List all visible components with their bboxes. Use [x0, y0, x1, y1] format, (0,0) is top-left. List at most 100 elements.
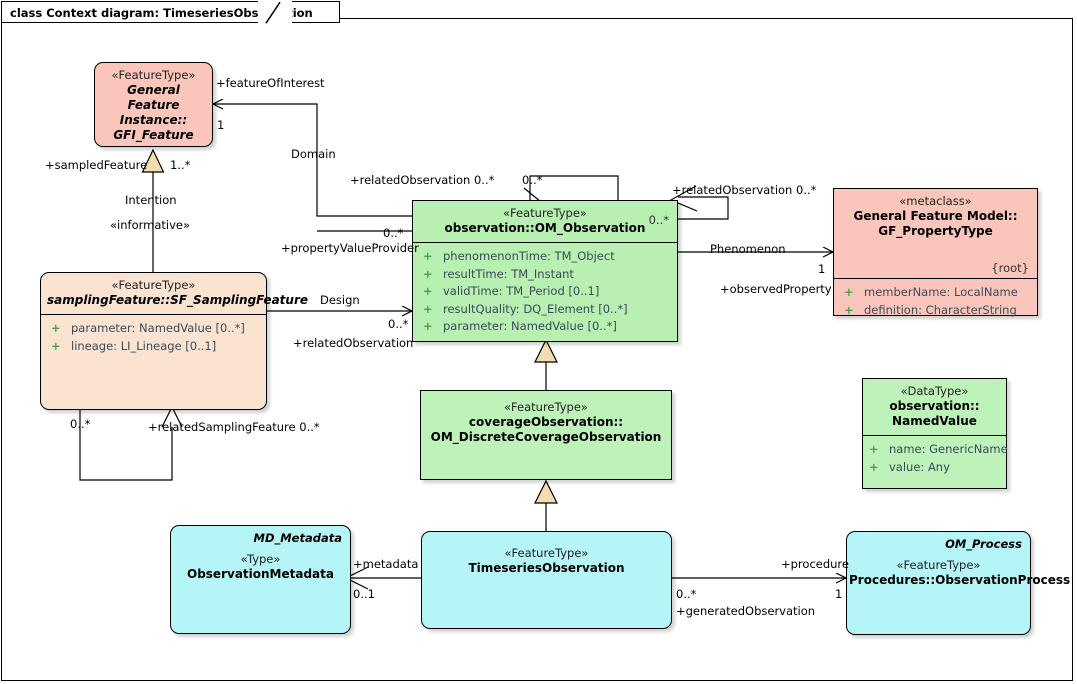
class-name: Procedures::ObservationProcess — [849, 573, 1071, 587]
class-name-line1: General Feature Model:: — [853, 209, 1018, 223]
class-name-line1: General Feature — [127, 83, 180, 112]
label-featureofinterest-multiplicity: 1 — [217, 118, 225, 132]
attribute-row: +parameter: NamedValue [0..*] — [51, 320, 260, 338]
attribute-row: + memberName: LocalName — [844, 284, 1031, 302]
label-procedure-multiplicity: 1 — [835, 587, 843, 601]
class-timeseriesobservation-header: «FeatureType» TimeseriesObservation — [422, 532, 671, 582]
stereotype: «FeatureType» — [896, 558, 981, 572]
label-metadata-role: +metadata — [353, 557, 419, 571]
attribute-text: validTime: TM_Period [0..1] — [443, 284, 600, 298]
stereotype: «DataType» — [900, 384, 969, 398]
attribute-row: +parameter: NamedValue [0..*] — [423, 318, 671, 336]
attribute-text: phenomenonTime: TM_Object — [443, 249, 615, 263]
visibility-marker: + — [51, 338, 61, 353]
class-sf-samplingfeature-attributes: +parameter: NamedValue [0..*] + lineage: … — [41, 314, 266, 361]
attribute-row: + value: Any — [869, 459, 1000, 477]
label-intention-stereotype: «informative» — [110, 218, 191, 232]
class-name-line2: GF_PropertyType — [878, 224, 993, 238]
class-name-line2: NamedValue — [892, 414, 977, 428]
label-relatedsamplingfeature-multiplicity: 0..* — [70, 417, 91, 431]
class-observationprocess-header: OM_Process «FeatureType» Procedures::Obs… — [847, 532, 1071, 594]
visibility-marker: + — [844, 302, 854, 317]
class-name: ObservationMetadata — [187, 567, 334, 581]
label-sampledfeature-role: +sampledFeature — [45, 158, 148, 172]
visibility-marker: + — [423, 319, 433, 333]
class-observationprocess[interactable]: OM_Process «FeatureType» Procedures::Obs… — [846, 531, 1071, 635]
label-intention-name: Intention — [125, 193, 177, 207]
attribute-text: definition: CharacterString — [864, 302, 1017, 317]
class-gfi-feature-header: «FeatureType» General Feature Instance::… — [95, 63, 212, 149]
attribute-row: + definition: CharacterString — [844, 302, 1031, 320]
diagram-frame-title: class Context diagram: TimeseriesObserva… — [1, 1, 340, 23]
class-om-observation[interactable]: «FeatureType» observation::OM_Observatio… — [412, 200, 678, 342]
label-propertyvalueprovider-multiplicity: 0..* — [383, 226, 404, 240]
label-domain-name: Domain — [291, 147, 336, 161]
label-generatedobservation-role: +generatedObservation — [676, 604, 816, 618]
attribute-text: lineage: LI_Lineage [0..1] — [71, 338, 217, 353]
class-name: TimeseriesObservation — [468, 561, 625, 575]
visibility-marker: + — [869, 459, 879, 474]
label-relatedobservation-top-multiplicity: 0..* — [522, 173, 543, 187]
class-observationmetadata[interactable]: MD_Metadata «Type» ObservationMetadata — [170, 525, 351, 634]
label-relatedobservation-top-role: +relatedObservation 0..* — [350, 173, 495, 187]
stereotype: «FeatureType» — [504, 546, 589, 560]
class-observationmetadata-header: MD_Metadata «Type» ObservationMetadata — [171, 526, 350, 588]
visibility-marker: + — [423, 284, 433, 298]
stereotype: «Type» — [240, 552, 281, 566]
attribute-text: resultTime: TM_Instant — [443, 266, 574, 281]
attribute-text: name: GenericName — [889, 442, 1008, 456]
class-name: observation::OM_Observation — [444, 221, 646, 235]
class-gfi-feature[interactable]: «FeatureType» General Feature Instance::… — [94, 62, 213, 147]
stereotype: «FeatureType» — [111, 278, 196, 292]
class-gf-propertytype-attributes: + memberName: LocalName + definition: Char… — [834, 278, 1037, 325]
class-om-observation-attributes: +phenomenonTime: TM_Object +resultTime: … — [413, 242, 677, 342]
label-generatedobservation-multiplicity: 0..* — [676, 587, 697, 601]
corner-type-label: OM_Process — [945, 537, 1022, 551]
label-procedure-role: +procedure — [781, 557, 849, 571]
attribute-row: + lineage: LI_Lineage [0..1] — [51, 338, 260, 356]
diagram-frame — [1, 18, 1073, 681]
class-om-observation-header: «FeatureType» observation::OM_Observatio… — [413, 201, 677, 242]
attribute-row: +resultQuality: DQ_Element [0..*] — [423, 301, 671, 319]
class-gf-propertytype[interactable]: «metaclass» General Feature Model:: GF_P… — [833, 188, 1038, 317]
label-design-role: +relatedObservation — [293, 336, 414, 350]
class-name-line2: Instance:: — [119, 113, 188, 127]
stereotype: «FeatureType» — [504, 400, 588, 414]
attribute-text: value: Any — [889, 459, 950, 474]
class-name-line2: OM_DiscreteCoverageObservation — [430, 430, 662, 444]
corner-type-label: MD_Metadata — [253, 531, 343, 545]
root-tag: {root} — [991, 261, 1029, 275]
label-metadata-multiplicity: 0..1 — [353, 587, 375, 601]
attribute-row: +resultTime: TM_Instant — [423, 266, 671, 284]
visibility-marker: + — [869, 442, 879, 456]
class-namedvalue[interactable]: «DataType» observation:: NamedValue + nam… — [862, 378, 1008, 489]
class-sf-samplingfeature-header: «FeatureType» samplingFeature::SF_Sampli… — [41, 273, 308, 314]
label-featureofinterest-role: +featureOfInterest — [216, 76, 325, 90]
class-sf-samplingfeature[interactable]: «FeatureType» samplingFeature::SF_Sampli… — [40, 272, 308, 410]
attribute-text: parameter: NamedValue [0..*] — [71, 321, 245, 335]
corner-multiplicity: 0..* — [648, 213, 669, 227]
class-namedvalue-attributes: + name: GenericName + value: Any — [863, 435, 1008, 482]
label-observedproperty-multiplicity: 1 — [818, 262, 826, 276]
attribute-row: +phenomenonTime: TM_Object — [423, 248, 671, 266]
class-timeseriesobservation[interactable]: «FeatureType» TimeseriesObservation — [421, 531, 672, 629]
frame-tab-corner — [258, 1, 292, 24]
class-om-discretecoverageobservation[interactable]: «FeatureType» coverageObservation:: OM_D… — [420, 390, 672, 480]
label-relatedobservation-right-role: +relatedObservation 0..* — [672, 183, 817, 197]
stereotype: «FeatureType» — [111, 68, 196, 82]
class-name: samplingFeature::SF_SamplingFeature — [47, 293, 308, 307]
label-phenomenon-name: Phenomenon — [710, 242, 786, 256]
visibility-marker: + — [844, 285, 854, 299]
attribute-text: memberName: LocalName — [864, 285, 1018, 299]
label-propertyvalueprovider-role: +propertyValueProvider — [281, 241, 419, 255]
stereotype: «FeatureType» — [503, 206, 587, 220]
label-design-multiplicity: 0..* — [388, 317, 409, 331]
class-name-line1: coverageObservation:: — [468, 415, 624, 429]
label-sampledfeature-multiplicity: 1..* — [170, 158, 191, 172]
class-namedvalue-header: «DataType» observation:: NamedValue — [863, 379, 1006, 435]
class-name-line1: observation:: — [889, 399, 980, 413]
class-name-line3: GFI_Feature — [113, 128, 194, 142]
label-observedproperty-role: +observedProperty — [720, 282, 832, 296]
class-gf-propertytype-header: «metaclass» General Feature Model:: GF_P… — [834, 189, 1037, 278]
